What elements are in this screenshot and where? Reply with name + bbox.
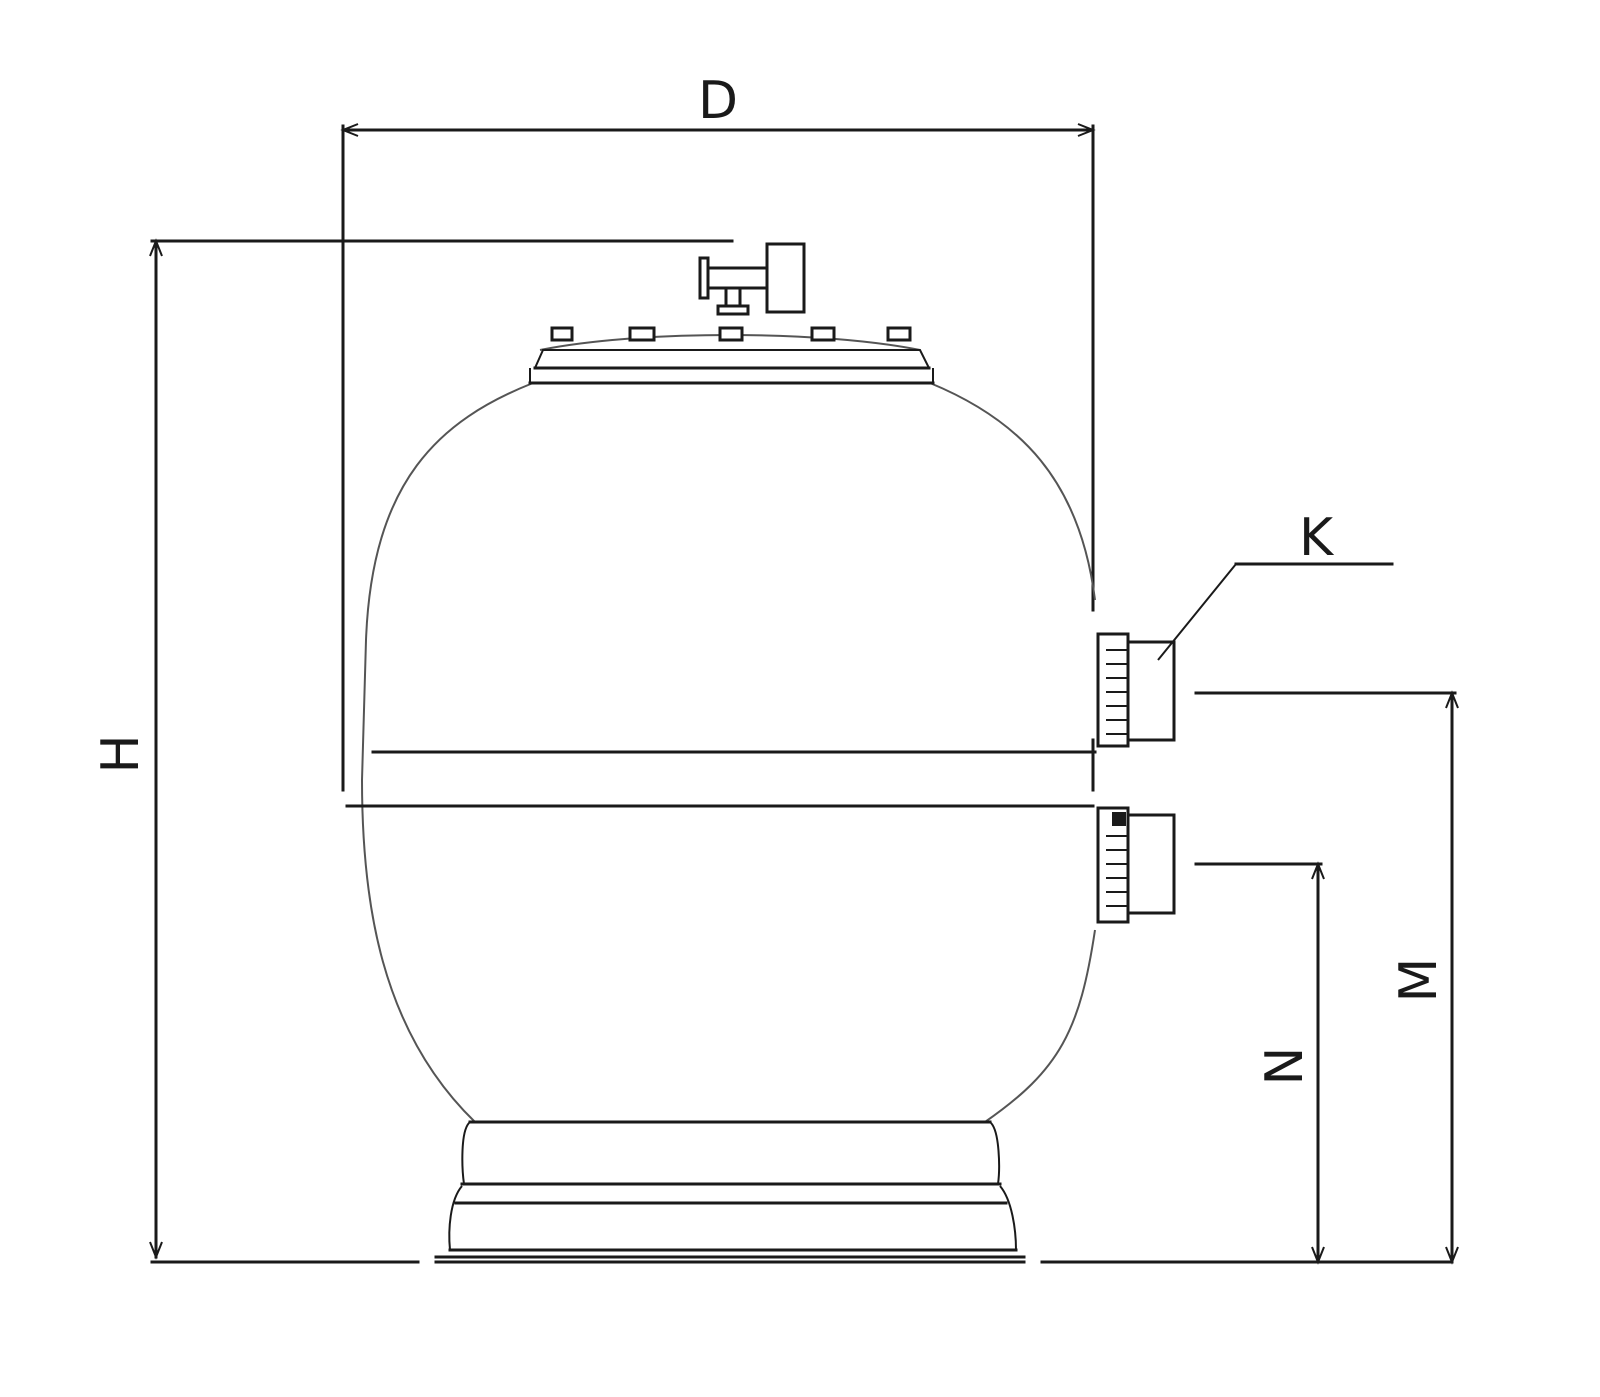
dimension-n: N	[1194, 861, 1325, 1265]
dimension-n-label: N	[1255, 1047, 1315, 1086]
dimension-m: M	[1194, 690, 1459, 1265]
dimension-k-label: K	[1299, 508, 1335, 568]
dimension-h: H	[91, 238, 734, 1260]
air-release-valve	[698, 242, 806, 316]
lower-outlet	[1096, 806, 1176, 924]
dimension-m-label: M	[1389, 958, 1449, 1003]
dimension-h-label: H	[91, 734, 151, 773]
upper-outlet	[1096, 632, 1176, 748]
filter-base	[434, 1120, 1026, 1259]
dimension-d: D	[340, 71, 1096, 792]
filter-tank	[345, 382, 1097, 1123]
top-lid	[528, 326, 935, 385]
dimension-k: K	[1157, 508, 1394, 661]
dimension-d-label: D	[698, 71, 738, 131]
